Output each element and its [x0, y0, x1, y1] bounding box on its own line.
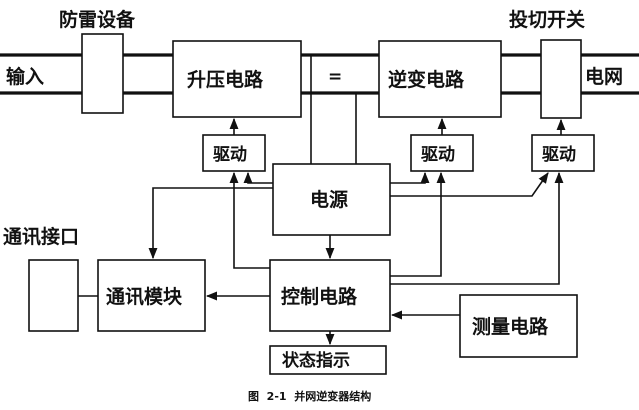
- control-to-drive2: [390, 171, 446, 277]
- drive-label-2: 驱动: [421, 145, 455, 165]
- figure-caption: 图 2-1 并网逆变器结构: [248, 389, 371, 403]
- drive-box-1: [202, 134, 266, 172]
- power-supply-box: [272, 163, 391, 236]
- status-indicator-box: [269, 345, 387, 375]
- boost-circuit-box: [172, 40, 302, 118]
- power-to-drive1: [243, 171, 273, 184]
- inverter-circuit-label: 逆变电路: [388, 68, 465, 91]
- drive-label-3: 驱动: [542, 145, 576, 165]
- drive-box-3: [531, 134, 595, 172]
- power-to-drive3: [390, 172, 549, 197]
- dc-link-capacitor-symbol: =: [328, 67, 342, 87]
- control-circuit-box: [269, 259, 391, 332]
- grid-label: 电网: [585, 65, 623, 88]
- measure-circuit-box: [459, 294, 578, 358]
- lightning-protection-box: [81, 33, 124, 114]
- inverter-circuit-box: [378, 40, 502, 118]
- switch-box: [540, 39, 582, 119]
- power-to-drive2: [390, 171, 430, 184]
- comm-port-box: [28, 259, 79, 332]
- power-supply-label: 电源: [310, 188, 348, 211]
- comm-module-box: [97, 259, 206, 332]
- comm-module-label: 通讯模块: [106, 285, 183, 308]
- power-bus: [0, 53, 639, 95]
- comm-port-label: 通讯接口: [3, 226, 79, 248]
- connections: [78, 55, 566, 346]
- status-indicator-label: 状态指示: [282, 350, 350, 371]
- switch-label: 投切开关: [509, 8, 585, 31]
- input-label: 输入: [6, 65, 44, 88]
- drive-box-2: [410, 134, 474, 172]
- boost-circuit-label: 升压电路: [187, 68, 264, 91]
- control-to-drive1: [229, 171, 270, 269]
- drive-label-1: 驱动: [213, 145, 247, 165]
- control-to-drive3: [390, 171, 564, 285]
- lightning-protection-label: 防雷设备: [59, 8, 136, 31]
- power-to-comm-module: [148, 187, 273, 260]
- measure-circuit-label: 测量电路: [472, 315, 549, 338]
- control-circuit-label: 控制电路: [281, 285, 358, 308]
